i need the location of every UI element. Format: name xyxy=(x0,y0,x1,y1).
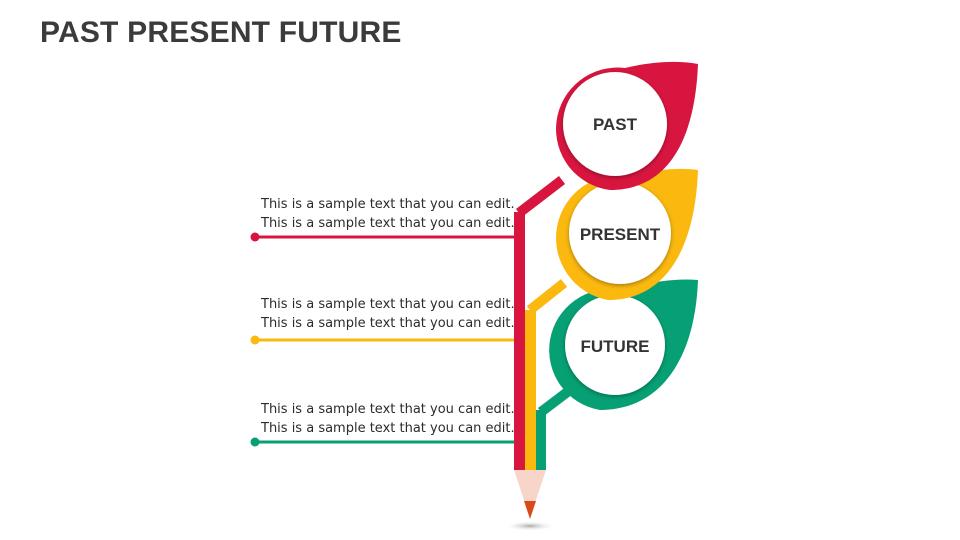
past-node: PAST xyxy=(556,61,698,191)
present-text-line-2: This is a sample text that you can edit. xyxy=(261,316,515,331)
past-connector xyxy=(515,176,566,217)
future-stem xyxy=(536,410,546,470)
pencil-wood xyxy=(514,470,546,518)
future-circle xyxy=(565,295,665,395)
future-text-line-2: This is a sample text that you can edit. xyxy=(261,421,515,436)
future-leader-dot xyxy=(250,437,260,447)
past-text-line-1: This is a sample text that you can edit. xyxy=(261,197,515,212)
present-description: This is a sample text that you can edit.… xyxy=(261,295,521,333)
past-circle xyxy=(563,72,667,176)
future-description: This is a sample text that you can edit.… xyxy=(261,400,521,438)
present-circle xyxy=(569,182,671,284)
past-text-line-2: This is a sample text that you can edit. xyxy=(261,216,515,231)
past-leader-dot xyxy=(250,232,260,242)
past-description: This is a sample text that you can edit.… xyxy=(261,195,521,233)
future-label: FUTURE xyxy=(581,337,650,356)
future-connector xyxy=(537,386,574,416)
present-connector xyxy=(526,279,568,314)
present-label: PRESENT xyxy=(580,225,661,244)
past-label: PAST xyxy=(593,115,638,134)
present-stem xyxy=(525,310,536,470)
future-text-line-1: This is a sample text that you can edit. xyxy=(261,402,515,417)
future-node: FUTURE xyxy=(549,279,698,410)
present-text-line-1: This is a sample text that you can edit. xyxy=(261,297,515,312)
pencil-tip-icon xyxy=(524,501,536,519)
page-title: PAST PRESENT FUTURE xyxy=(40,16,402,49)
present-node: PRESENT xyxy=(556,168,698,300)
pencil-shadow xyxy=(504,521,556,531)
present-leader-dot xyxy=(250,335,260,345)
past-stem xyxy=(514,212,525,470)
